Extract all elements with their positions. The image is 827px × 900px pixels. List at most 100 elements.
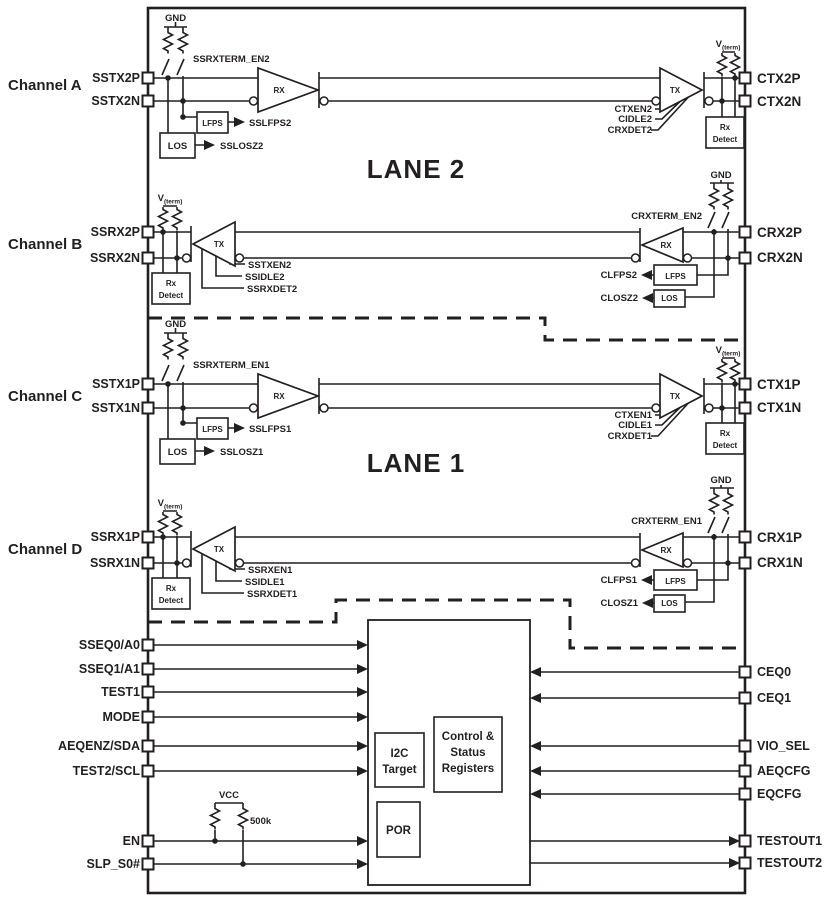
pin-test1 — [141, 685, 155, 699]
vterm-label: V(term) — [158, 193, 183, 206]
pin-label-crx1n: CRX1N — [757, 555, 803, 570]
pin-ssrx1p — [141, 530, 155, 544]
pin-label-en: EN — [123, 834, 140, 848]
pin-label-sstx2p: SSTX2P — [92, 71, 140, 85]
channel-d-wires — [153, 485, 740, 604]
tx-ctrl-label-1: CIDLE2 — [618, 114, 652, 125]
junction-dots — [212, 838, 246, 867]
pin-sstx2n — [141, 94, 155, 108]
pin-sstx1n — [141, 401, 155, 415]
los-label: LOS — [168, 141, 188, 152]
channel-c-label: Channel C — [8, 388, 82, 405]
lfps-signal-label: SSLFPS2 — [249, 118, 291, 129]
tx-label: TX — [214, 545, 225, 554]
pin-crx2p — [738, 225, 752, 239]
por-box — [376, 801, 421, 858]
tx-ctrl-label-1: CIDLE1 — [618, 420, 653, 431]
inverter-bubbles — [181, 253, 693, 263]
pin-sseq0-a0 — [141, 638, 155, 652]
pin-label-aeqenz-sda: AEQENZ/SDA — [58, 739, 140, 753]
pin-crx1n — [738, 556, 752, 570]
pin-label-testout1: TESTOUT1 — [757, 834, 822, 848]
rx-amplifier — [639, 531, 684, 569]
rx-detect-label-1: Rx — [720, 429, 731, 438]
tx-label: TX — [670, 86, 681, 95]
i2c-target-box — [374, 732, 425, 788]
pin-ceq0 — [738, 665, 752, 679]
pin-test2-scl — [141, 764, 155, 778]
i2c-label-2: Target — [382, 764, 416, 776]
tx-label: TX — [214, 240, 225, 249]
los-signal-label: CLOSZ2 — [601, 293, 638, 304]
lfps-label: LFPS — [665, 272, 686, 281]
pin-testout2 — [738, 856, 752, 870]
pin-en — [141, 834, 155, 848]
lfps-label: LFPS — [202, 119, 223, 128]
los-label: LOS — [661, 294, 678, 303]
pin-label-aeqcfg: AEQCFG — [757, 764, 810, 778]
lfps-detector-box — [196, 111, 229, 134]
csr-label-1: Control & — [442, 731, 494, 743]
pin-label-mode: MODE — [103, 710, 141, 724]
lane2-label: LANE 2 — [367, 154, 465, 184]
rx-detect-label-1: Rx — [166, 279, 177, 288]
pin-aeqcfg — [738, 764, 752, 778]
pin-label-ctx1n: CTX1N — [757, 400, 801, 415]
term-enable-label: CRXTERM_EN1 — [631, 516, 702, 527]
pin-crx2n — [738, 251, 752, 265]
pin-sseq1-a1 — [141, 662, 155, 676]
rx-detect-box — [705, 116, 745, 149]
los-detector-box — [653, 289, 686, 308]
channel-a-label: Channel A — [8, 77, 82, 94]
vterm-label: V(term) — [716, 39, 741, 52]
pin-label-crx2n: CRX2N — [757, 250, 803, 265]
pin-ctx1n — [738, 401, 752, 415]
lfps-signal-label: SSLFPS1 — [249, 424, 292, 435]
lfps-signal-label: CLFPS1 — [601, 575, 638, 586]
los-label: LOS — [168, 447, 188, 458]
term-enable-label: CRXTERM_EN2 — [631, 211, 702, 222]
pin-crx1p — [738, 530, 752, 544]
vterm-label: V(term) — [716, 345, 741, 358]
rx-detect-label-1: Rx — [720, 123, 731, 132]
pin-label-sseq0-a0: SSEQ0/A0 — [79, 638, 140, 652]
pin-ctx2n — [738, 94, 752, 108]
pin-testout1 — [738, 834, 752, 848]
pin-sstx2p — [141, 71, 155, 85]
signal-arrowheads — [641, 575, 653, 608]
chip-outline — [146, 6, 747, 895]
pin-label-eqcfg: EQCFG — [757, 787, 801, 801]
rx-detect-label-1: Rx — [166, 584, 177, 593]
i2c-label-1: I2C — [391, 748, 409, 760]
term-enable-label: SSRXTERM_EN2 — [193, 54, 270, 65]
tx-ctrl-label-1: SSIDLE2 — [245, 272, 285, 283]
csr-label-2: Status — [450, 747, 485, 759]
lfps-label: LFPS — [202, 425, 223, 434]
por-label: POR — [386, 825, 412, 837]
vcc-label: VCC — [219, 790, 239, 801]
tx-ctrl-label-1: SSIDLE1 — [245, 577, 285, 588]
pin-label-sseq1-a1: SSEQ1/A1 — [79, 662, 140, 676]
pin-label-ssrx1n: SSRX1N — [90, 556, 140, 570]
pin-sstx1p — [141, 377, 155, 391]
inverter-bubbles — [181, 558, 693, 568]
pin-vio-sel — [738, 739, 752, 753]
tx-ctrl-label-2: SSRXDET2 — [247, 284, 297, 295]
tx-label: TX — [670, 392, 681, 401]
termination-resistors — [157, 490, 734, 537]
pin-ssrx2p — [141, 225, 155, 239]
rx-label: RX — [660, 241, 672, 250]
pin-ssrx1n — [141, 556, 155, 570]
termination-resistors — [157, 185, 734, 232]
rx-detect-box — [151, 577, 191, 610]
pin-label-crx2p: CRX2P — [757, 225, 802, 240]
pullup-resistors — [209, 805, 249, 831]
pin-mode — [141, 710, 155, 724]
lane-divider-dashed-line — [148, 316, 745, 342]
control-status-registers-box — [433, 716, 503, 793]
rx-detect-box — [151, 272, 191, 305]
pin-label-ssrx2n: SSRX2N — [90, 251, 140, 265]
lfps-detector-box — [653, 569, 698, 591]
